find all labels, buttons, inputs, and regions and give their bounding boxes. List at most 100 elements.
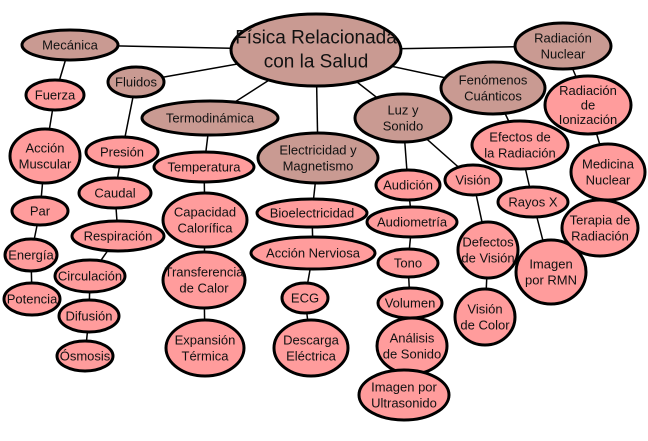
node-ellipse (280, 281, 330, 315)
node-ellipse (55, 339, 115, 373)
node-vision[interactable]: Visión (443, 163, 503, 197)
node-label: Difusión (66, 309, 113, 324)
node-mecanica[interactable]: Mecánica (20, 28, 120, 62)
node-termodinamica[interactable]: Termodinámica (140, 99, 280, 137)
node-label: Luz y (387, 102, 419, 117)
node-label: de Visión (461, 251, 514, 266)
node-label: Eléctrica (286, 349, 337, 364)
node-label: Caudal (94, 186, 135, 201)
node-label: Par (30, 204, 51, 219)
node-label: Termodinámica (166, 111, 255, 126)
node-label: Fuerza (35, 88, 76, 103)
node-label: Tono (394, 256, 422, 271)
node-caudal[interactable]: Caudal (77, 176, 153, 210)
node-label: Efectos de (489, 129, 550, 144)
node-rayos-x[interactable]: Rayos X (496, 185, 570, 219)
node-temperatura[interactable]: Temperatura (152, 150, 256, 184)
node-audiometria[interactable]: Audiometría (365, 205, 459, 239)
node-label: Ósmosis (60, 349, 111, 364)
node-label: Visión (467, 301, 502, 316)
node-ellipse (353, 92, 453, 144)
node-difusion[interactable]: Difusión (57, 298, 121, 334)
node-label: de Sonido (383, 347, 442, 362)
node-terapia[interactable]: Terapia de Radiación (560, 198, 640, 258)
node-label: Volumen (385, 296, 436, 311)
node-label: Acción Nerviosa (266, 246, 361, 261)
node-energia[interactable]: Energía (3, 237, 59, 273)
node-ellipse (255, 197, 369, 229)
node-fuerza[interactable]: Fuerza (24, 78, 86, 112)
node-ellipse (77, 176, 153, 210)
node-ecg[interactable]: ECG (280, 281, 330, 315)
node-label: Radiación (559, 83, 617, 98)
node-ellipse (249, 235, 377, 271)
node-label: Sonido (383, 119, 423, 134)
node-label: Medicina (582, 156, 635, 171)
node-label: Nuclear (541, 47, 586, 62)
node-ellipse (374, 168, 442, 202)
node-circulacion[interactable]: Circulación (53, 258, 127, 294)
node-ellipse (439, 60, 547, 116)
node-audicion[interactable]: Audición (374, 168, 442, 202)
node-ellipse (513, 21, 613, 71)
node-fluidos[interactable]: Fluidos (106, 65, 166, 99)
node-label: Terapia de (570, 212, 631, 227)
node-respiracion[interactable]: Respiración (70, 219, 166, 253)
node-ellipse (256, 131, 380, 185)
node-label: Mecánica (42, 38, 98, 53)
node-ellipse (376, 247, 440, 279)
node-label: con la Salud (264, 51, 369, 72)
node-label: Térmica (182, 349, 230, 364)
node-ellipse (70, 219, 166, 253)
node-osmosis[interactable]: Ósmosis (55, 339, 115, 373)
node-ellipse (20, 28, 120, 62)
node-bioelectricidad[interactable]: Bioelectricidad (255, 197, 369, 229)
node-volumen[interactable]: Volumen (376, 286, 444, 320)
node-potencia[interactable]: Potencia (2, 281, 62, 317)
node-label: Potencia (7, 292, 58, 307)
node-label: Presión (100, 145, 144, 160)
node-label: Descarga (283, 332, 339, 347)
node-ellipse (453, 287, 517, 347)
node-presion[interactable]: Presión (84, 135, 160, 169)
node-accion-nerviosa[interactable]: Acción Nerviosa (249, 235, 377, 271)
node-label: ECG (291, 291, 319, 306)
node-ellipse (8, 127, 82, 185)
node-tono[interactable]: Tono (376, 247, 440, 279)
node-label: Radiación (571, 229, 629, 244)
node-label: de (581, 98, 595, 113)
node-ellipse (140, 99, 280, 137)
node-label: por RMN (525, 273, 577, 288)
node-label: Calorífica (178, 221, 234, 236)
node-ellipse (496, 185, 570, 219)
node-par[interactable]: Par (10, 195, 70, 227)
node-label: Energía (8, 248, 54, 263)
node-ellipse (161, 191, 249, 249)
node-ellipse (560, 198, 640, 258)
node-label: Ultrasonido (371, 396, 437, 411)
node-ellipse (10, 195, 70, 227)
node-ellipse (152, 150, 256, 184)
node-luz-sonido[interactable]: Luz y Sonido (353, 92, 453, 144)
node-label: de Calor (179, 281, 229, 296)
node-ellipse (357, 368, 451, 422)
node-ellipse (84, 135, 160, 169)
